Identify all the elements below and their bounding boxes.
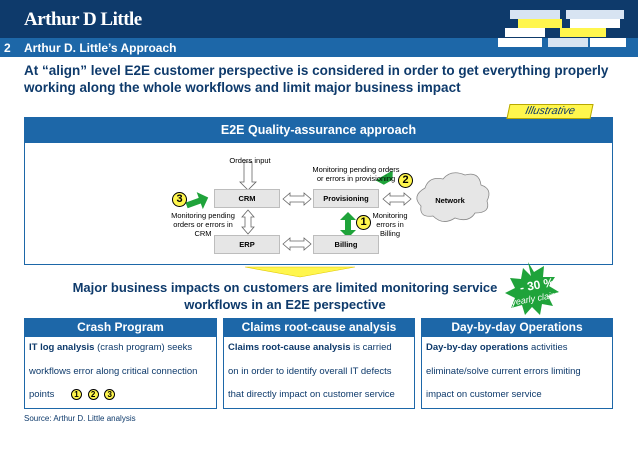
marker-1: 1 [356, 215, 371, 230]
funnel-arrow [244, 266, 356, 278]
orders-input-arrow [239, 161, 257, 191]
provisioning-network-arrow [382, 192, 412, 206]
green-arrow-1 [340, 212, 356, 238]
column-line-2: on in order to identify overall IT defec… [228, 366, 392, 377]
section-title: Arthur D. Little’s Approach [24, 41, 177, 55]
monitoring-billing-label: Monitoring errors in Billing [372, 211, 408, 238]
green-arrow-3 [185, 192, 209, 210]
company-logo: Arthur D Little [24, 9, 142, 30]
diagram-title: E2E Quality-assurance approach [24, 117, 613, 143]
column-box-claims [223, 337, 415, 409]
provisioning-node: Provisioning [313, 189, 379, 208]
network-cloud [416, 172, 490, 222]
marker-2-small: 2 [87, 389, 99, 400]
source-note: Source: Arthur D. Little analysis [24, 414, 136, 423]
green-arrow-2 [375, 170, 393, 185]
orders-input-label: Orders input [229, 156, 271, 165]
column-box-crash-program [24, 337, 217, 409]
column-title-operations: Day-by-day Operations [421, 318, 613, 337]
savings-burst [505, 262, 559, 315]
column-line-2: eliminate/solve current errors limiting [426, 366, 581, 377]
marker-1-small: 1 [71, 389, 82, 400]
monitoring-crm-label: Monitoring pending orders or errors in C… [171, 211, 235, 238]
column-line-3: impact on customer service [426, 389, 542, 400]
column-line-2: workflows error along critical connectio… [29, 366, 198, 377]
erp-billing-arrow [282, 237, 312, 251]
network-label: Network [435, 196, 465, 205]
erp-node: ERP [214, 235, 280, 254]
crm-erp-arrow [241, 209, 255, 235]
crm-provisioning-arrow [282, 192, 312, 206]
column-line-3: that directly impact on customer service [228, 389, 395, 400]
column-line-1: Claims root-cause analysis is carried [228, 342, 392, 353]
crm-node: CRM [214, 189, 280, 208]
billing-node: Billing [313, 235, 379, 254]
marker-3: 3 [172, 192, 187, 207]
column-line-1: Day-by-day operations activities [426, 342, 568, 353]
column-box-operations [421, 337, 613, 409]
section-bar [0, 38, 638, 57]
marker-3-small: 3 [104, 389, 116, 400]
impact-statement: Major business impacts on customers are … [72, 280, 498, 312]
column-line-1: IT log analysis (crash program) seeks [29, 342, 193, 353]
headline: At “align” level E2E customer perspectiv… [24, 63, 609, 95]
column-line-3: points 1 2 3 [29, 389, 118, 400]
section-number: 2 [4, 41, 11, 55]
column-title-crash-program: Crash Program [24, 318, 217, 337]
marker-2: 2 [398, 173, 413, 188]
monitoring-provisioning-label: Monitoring pending orders or errors in p… [312, 165, 400, 183]
column-title-claims: Claims root-cause analysis [223, 318, 415, 337]
